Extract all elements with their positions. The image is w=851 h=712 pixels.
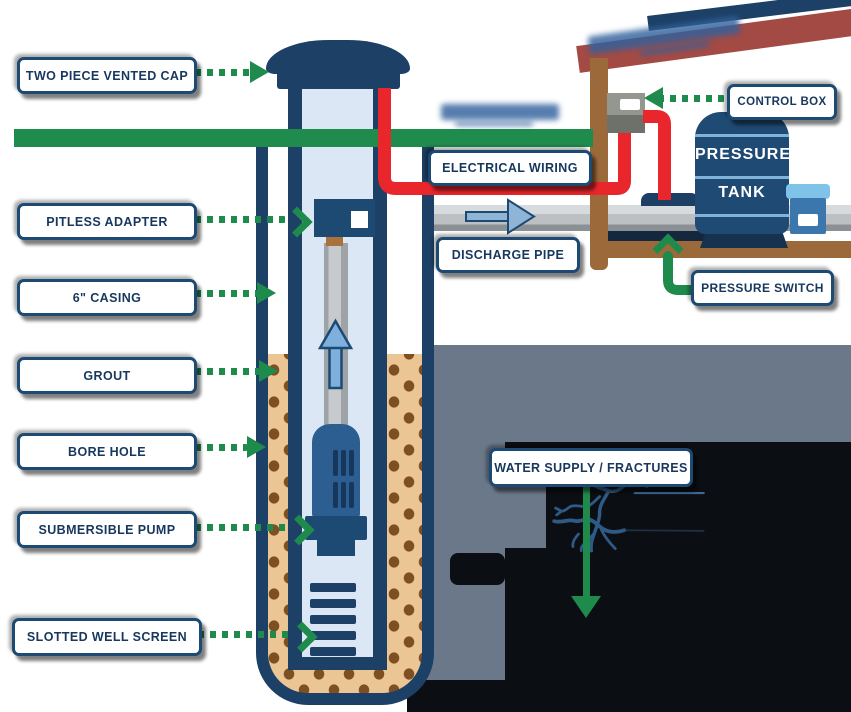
tank-stripe — [695, 134, 789, 137]
arrow-two-piece-vented-cap — [195, 69, 252, 76]
pitless-adapter-port — [351, 211, 368, 228]
label-text: PITLESS ADAPTER — [46, 214, 168, 229]
label-text: SUBMERSIBLE PUMP — [38, 522, 176, 537]
arrow-bore-hole — [195, 444, 249, 451]
watermark-logo — [441, 104, 559, 120]
label-electrical-wiring: ELECTRICAL WIRING — [428, 150, 592, 186]
label-text: 6" CASING — [72, 290, 142, 305]
label-text: GROUT — [83, 368, 131, 383]
pump-vent-slot — [333, 482, 338, 508]
well-screen-slot — [310, 583, 356, 592]
label-pressure-switch: PRESSURE SWITCH — [691, 270, 834, 306]
pressure-switch-lid — [786, 184, 830, 199]
pump-vent-slot — [341, 482, 346, 508]
label-discharge-pipe: DISCHARGE PIPE — [436, 237, 580, 273]
label-bore-hole: BORE HOLE — [17, 433, 197, 470]
well-screen-slot — [310, 647, 356, 656]
rock-dark-patch — [450, 553, 505, 585]
pressure-tank: PRESSURE TANK — [695, 112, 792, 234]
arrow-pitless-adapter — [195, 216, 287, 223]
label-submersible-pump: SUBMERSIBLE PUMP — [17, 511, 197, 548]
pressure-tank-label-line2: TANK — [718, 184, 766, 201]
well-screen-slot — [310, 615, 356, 624]
arrow-grout — [195, 368, 261, 375]
arrowhead-grout — [259, 360, 278, 382]
pump-flange — [305, 516, 367, 540]
pressure-tank-label-line1: PRESSURE — [695, 146, 792, 163]
rock-dark-zone — [505, 442, 851, 712]
water-flow-up-arrow — [318, 318, 354, 390]
well-casing-graphic — [288, 87, 387, 670]
arrow-slotted-well-screen — [198, 631, 292, 638]
ground-level-bar — [14, 129, 593, 147]
label-slotted-well-screen: SLOTTED WELL SCREEN — [12, 618, 202, 656]
rock-dark-patch — [407, 680, 505, 712]
well-cap-plate — [277, 64, 400, 89]
well-screen-slot — [310, 599, 356, 608]
arrowhead-water-supply — [571, 596, 601, 618]
arrow-control-box — [658, 95, 726, 102]
discharge-flow-arrow — [465, 198, 536, 235]
label-two-piece-vented-cap: TWO PIECE VENTED CAP — [17, 57, 197, 94]
pump-vent-slot — [349, 482, 354, 508]
well-screen-slot — [310, 631, 356, 640]
control-box-slot — [620, 99, 640, 110]
arrow-water-supply — [583, 482, 590, 600]
arrow-six-inch-casing — [195, 290, 259, 297]
house-post-pipe — [590, 58, 608, 270]
label-grout: GROUT — [17, 357, 197, 394]
pump-vent-slot — [349, 450, 354, 476]
arrowhead-bore-hole — [247, 436, 266, 458]
arrow-submersible-pump — [195, 524, 289, 531]
label-text: CONTROL BOX — [737, 96, 827, 108]
pump-foot — [317, 540, 355, 556]
label-six-inch-casing: 6" CASING — [17, 279, 197, 316]
label-text: PRESSURE SWITCH — [701, 281, 824, 295]
label-pitless-adapter: PITLESS ADAPTER — [17, 203, 197, 240]
pressure-switch-slot — [798, 214, 818, 226]
arrowhead-six-inch-casing — [257, 282, 276, 304]
label-control-box: CONTROL BOX — [727, 84, 837, 120]
label-text: BORE HOLE — [68, 444, 146, 459]
pump-vent-slot — [333, 450, 338, 476]
label-water-supply-fractures: WATER SUPPLY / FRACTURES — [489, 448, 693, 487]
label-text: DISCHARGE PIPE — [451, 248, 565, 262]
label-text: SLOTTED WELL SCREEN — [26, 630, 188, 644]
label-text: TWO PIECE VENTED CAP — [25, 68, 189, 83]
arrowhead-two-piece-vented-cap — [250, 61, 269, 83]
control-box-device-lower — [607, 115, 645, 133]
submersible-pump-graphic — [312, 424, 360, 518]
arrow-pressure-switch — [663, 251, 697, 295]
label-text: WATER SUPPLY / FRACTURES — [494, 460, 688, 475]
pump-vent-slot — [341, 450, 346, 476]
watermark-logo-swoosh — [455, 122, 533, 126]
arrowhead-control-box — [644, 87, 663, 109]
label-text: ELECTRICAL WIRING — [442, 161, 578, 175]
tank-stripe — [695, 214, 789, 217]
tank-stripe — [695, 176, 789, 179]
pitless-connector — [326, 237, 343, 246]
